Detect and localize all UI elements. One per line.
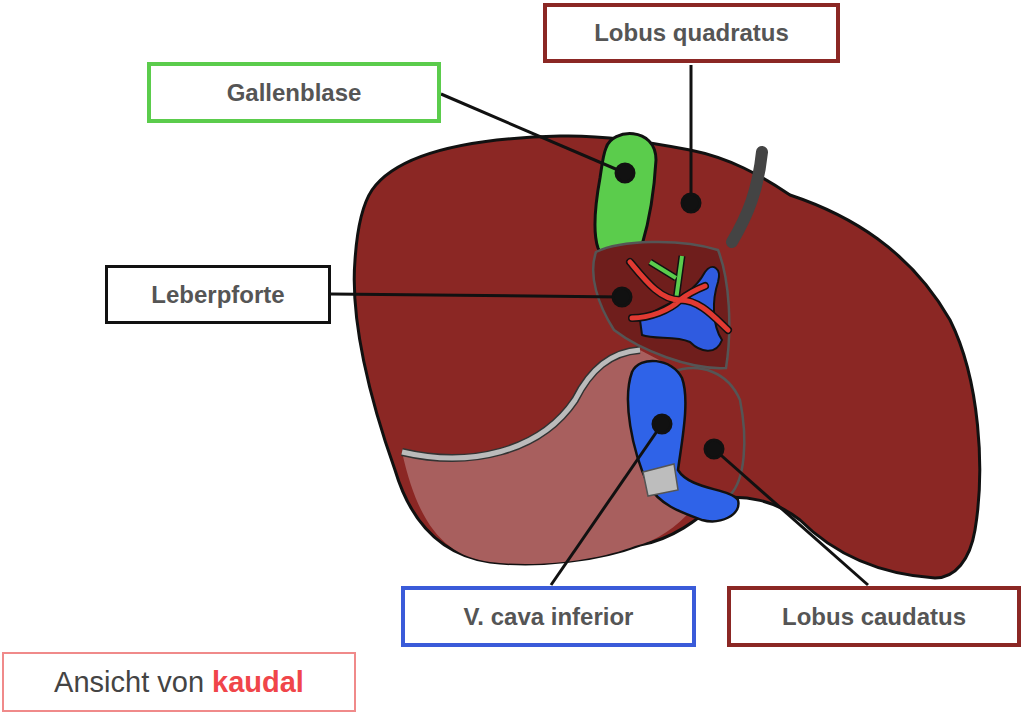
leader-dot [616, 164, 634, 182]
structure-name: Gallenblase [227, 79, 362, 107]
leader-dot [613, 288, 631, 306]
structure-name: Lobus caudatus [782, 603, 966, 631]
leader-dot [705, 440, 723, 458]
liver-outline [354, 136, 979, 578]
structure-label: Leberpforte [105, 265, 331, 324]
structure-name: Lobus quadratus [594, 19, 789, 47]
peritoneal-border [402, 350, 640, 458]
hepatic-artery [630, 262, 728, 330]
view-label: Ansicht vonkaudal [2, 652, 356, 712]
porta-hepatis [593, 242, 729, 368]
leader-line [331, 294, 622, 297]
structure-label: Lobus caudatus [727, 586, 1021, 647]
structure-label: V. cava inferior [401, 586, 696, 647]
hepatic-artery [630, 262, 728, 330]
structure-label: Lobus quadratus [543, 3, 840, 63]
leader-lines [331, 65, 868, 585]
ligament [732, 152, 762, 242]
vessel-clamp [643, 464, 678, 496]
peritoneal-border [402, 350, 640, 458]
gallbladder [595, 134, 656, 260]
leader-line [441, 94, 625, 173]
structure-name: V. cava inferior [464, 603, 634, 631]
leader-line [690, 65, 693, 203]
leader-line [551, 424, 662, 585]
leader-dot [682, 194, 700, 212]
structure-label: Gallenblase [147, 62, 441, 123]
view-text: Ansicht von [54, 666, 204, 699]
leader-line [714, 449, 868, 585]
vena-cava [628, 361, 738, 521]
leader-dot [653, 415, 671, 433]
view-direction: kaudal [212, 666, 304, 699]
structure-name: Leberpforte [151, 281, 284, 309]
